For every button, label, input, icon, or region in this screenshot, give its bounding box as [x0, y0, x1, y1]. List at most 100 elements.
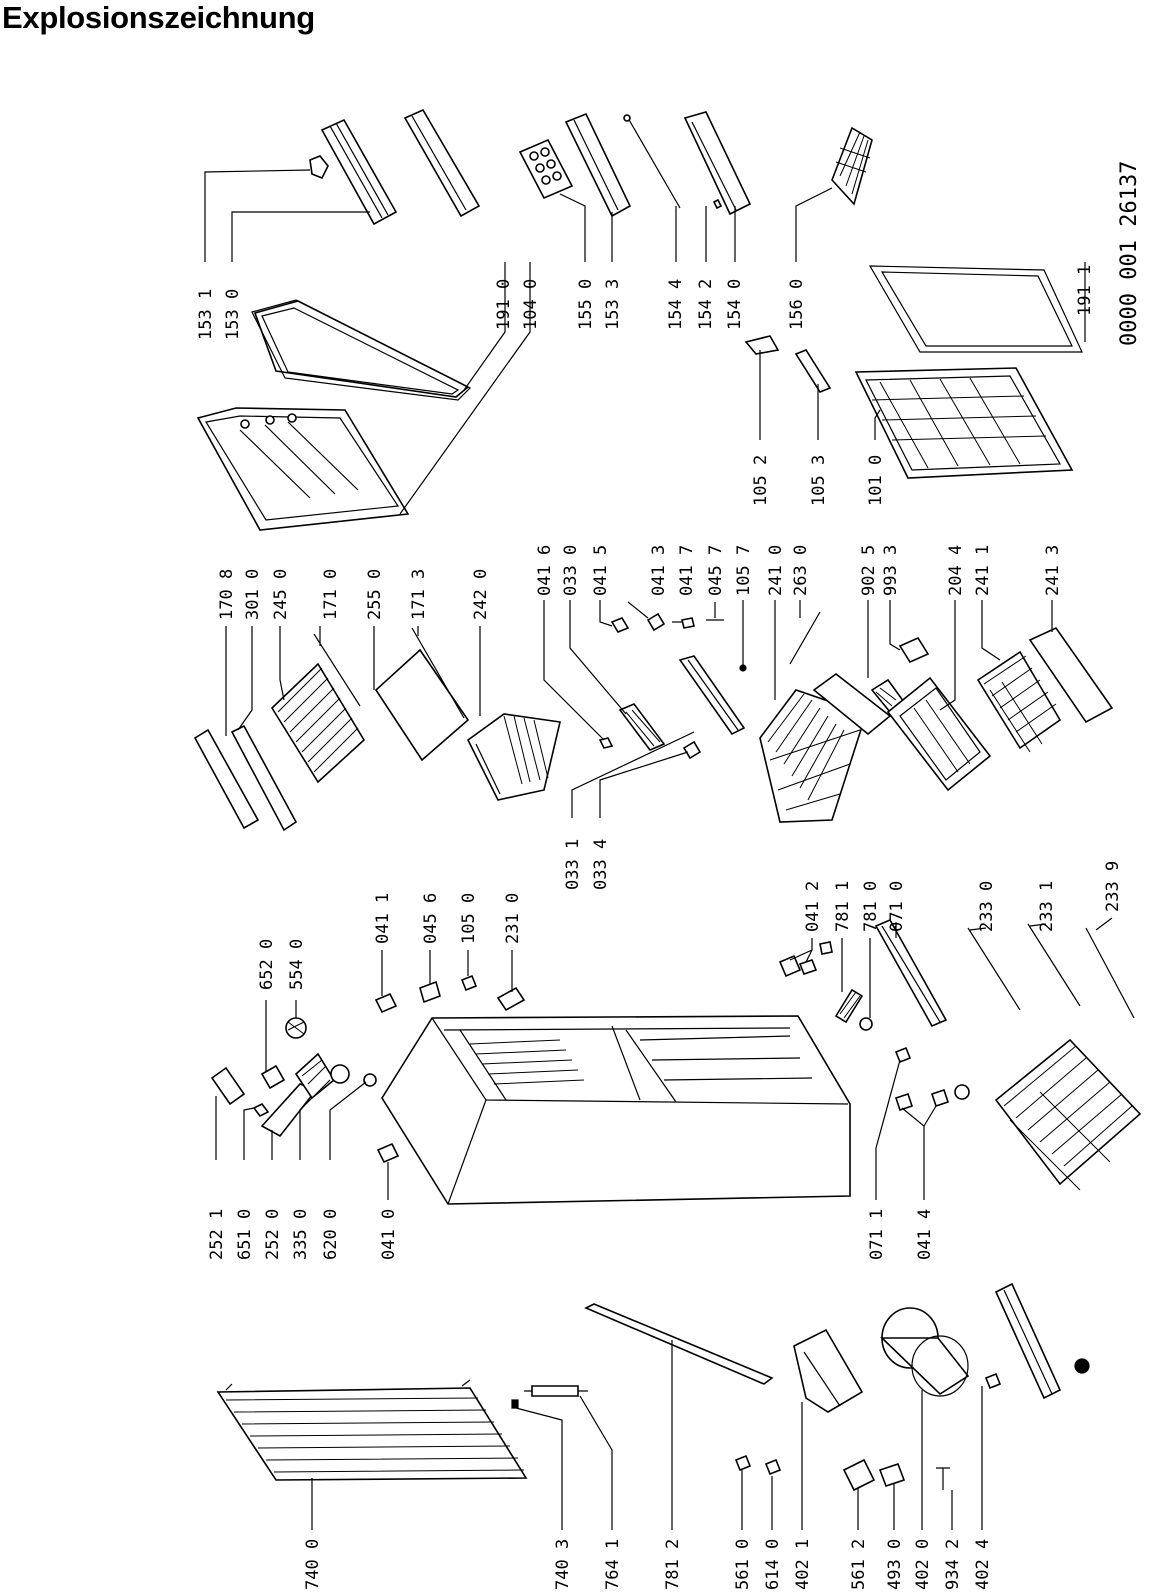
part-155-0-egg-tray — [518, 138, 574, 200]
part-241-1-wire-basket — [976, 650, 1062, 753]
label-255-0: 255 0 — [365, 569, 385, 620]
label-154-4: 154 4 — [666, 279, 686, 330]
part-105-7-screw — [739, 664, 747, 672]
part-620-0-knob — [330, 1064, 350, 1084]
label-263-0: 263 0 — [791, 545, 811, 596]
label-191-1: 191 1 — [1075, 265, 1095, 316]
part-204-4-tray — [886, 676, 992, 792]
label-041-3: 041 3 — [649, 545, 669, 596]
label-041-2: 041 2 — [803, 881, 823, 932]
part-402-0-compressor — [880, 1307, 970, 1397]
label-241-3: 241 3 — [1043, 545, 1063, 596]
label-041-1: 041 1 — [373, 893, 393, 944]
part-241-0-wire-basket — [759, 689, 868, 823]
label-033-4: 033 4 — [591, 839, 611, 890]
label-104-0: 104 0 — [521, 279, 541, 330]
label-153-3: 153 3 — [603, 279, 623, 330]
part-045-6-hinge — [419, 980, 441, 1004]
label-154-0: 154 0 — [725, 279, 745, 330]
part-652-0-thermostat — [260, 1064, 286, 1090]
label-934-2: 934 2 — [943, 1539, 963, 1590]
label-652-0: 652 0 — [257, 939, 277, 990]
label-101-0: 101 0 — [866, 455, 886, 506]
label-231-0: 231 0 — [503, 893, 523, 944]
part-154-0-bottle-shelf — [683, 111, 752, 216]
part-242-0-crisper-drawer — [466, 713, 561, 801]
part-740-0-condenser — [216, 1379, 528, 1481]
part-171-3-shelf-trim — [411, 627, 465, 719]
part-245-0-wire-shelf — [270, 662, 366, 784]
part-233-1-shelf-rail — [1027, 923, 1081, 1007]
label-301-0: 301 0 — [243, 569, 263, 620]
part-554-0-lamp — [285, 1017, 307, 1039]
part-651-0-knob — [252, 1102, 270, 1118]
part-153-1-clip — [309, 155, 329, 180]
part-781-0-vent — [834, 988, 864, 1024]
part-263-0-strip — [789, 611, 821, 665]
label-993-3: 993 3 — [881, 545, 901, 596]
part-154-4-rod — [623, 114, 681, 209]
label-041-6: 041 6 — [535, 545, 555, 596]
label-561-2: 561 2 — [849, 1539, 869, 1590]
part-781-2-strip — [584, 1303, 774, 1385]
label-105-7: 105 7 — [734, 545, 754, 596]
part-233-0-shelf-rail — [967, 927, 1021, 1011]
part-041-5-bracket — [610, 617, 630, 633]
label-171-3: 171 3 — [409, 569, 429, 620]
label-033-1: 033 1 — [563, 839, 583, 890]
part-071-0-bar — [874, 918, 948, 1028]
label-335-0: 335 0 — [291, 1209, 311, 1260]
label-740-3: 740 3 — [553, 1539, 573, 1590]
part-561-2-relay — [842, 1458, 876, 1492]
label-740-0: 740 0 — [303, 1539, 323, 1590]
leader-lines — [204, 169, 1113, 1530]
part-171-0-shelf-trim — [313, 633, 361, 707]
label-781-1: 781 1 — [833, 881, 853, 932]
part-041-6-clip — [598, 737, 614, 749]
label-105-0: 105 0 — [459, 893, 479, 944]
part-105-3-hinge — [794, 349, 832, 393]
part-033-1-cover — [678, 655, 746, 736]
part-402-4-clip — [984, 1372, 1002, 1390]
part-grommet — [1074, 1358, 1090, 1374]
label-493-0: 493 0 — [885, 1539, 905, 1590]
part-252-1-thermostat-housing — [210, 1066, 246, 1106]
label-071-1: 071 1 — [867, 1209, 887, 1260]
label-245-0: 245 0 — [271, 569, 291, 620]
part-764-1-filter — [524, 1385, 588, 1397]
part-231-0-foot — [496, 986, 526, 1012]
label-651-0: 651 0 — [235, 1209, 255, 1260]
label-402-1: 402 1 — [793, 1539, 813, 1590]
part-993-3-label — [898, 636, 930, 664]
label-191-0: 191 0 — [494, 279, 514, 330]
part-041-0-hinge-cover — [376, 1142, 400, 1164]
label-402-0: 402 0 — [913, 1539, 933, 1590]
label-041-5: 041 5 — [591, 545, 611, 596]
label-781-0: 781 0 — [861, 881, 881, 932]
part-wire-shelves — [994, 1038, 1142, 1191]
part-033-0-control-panel — [618, 703, 666, 751]
part-255-0-glass-shelf — [374, 648, 470, 762]
label-554-0: 554 0 — [287, 939, 307, 990]
label-156-0: 156 0 — [787, 279, 807, 330]
label-252-1: 252 1 — [207, 1209, 227, 1260]
part-bushing — [363, 1073, 377, 1087]
label-105-3: 105 3 — [809, 455, 829, 506]
part-105-2-hinge — [744, 335, 780, 355]
part-156-0-ice-tray — [831, 126, 873, 206]
part-compressor-rail — [994, 1282, 1062, 1400]
part-233-9-shelf-rail — [1085, 927, 1135, 1019]
part-561-0-clip — [734, 1454, 752, 1472]
label-233-9: 233 9 — [1103, 861, 1123, 912]
label-252-0: 252 0 — [263, 1209, 283, 1260]
label-561-0: 561 0 — [733, 1539, 753, 1590]
part-041-2-hinge — [778, 954, 818, 978]
part-241-3-drawer-front — [1028, 626, 1114, 724]
part-041-1-hinge-cover — [374, 992, 398, 1014]
label-041-4: 041 4 — [915, 1209, 935, 1260]
label-233-0: 233 0 — [977, 881, 997, 932]
label-402-4: 402 4 — [973, 1539, 993, 1590]
part-041-4-hinges — [894, 1084, 970, 1112]
label-614-0: 614 0 — [763, 1539, 783, 1590]
label-153-1: 153 1 — [196, 289, 216, 340]
